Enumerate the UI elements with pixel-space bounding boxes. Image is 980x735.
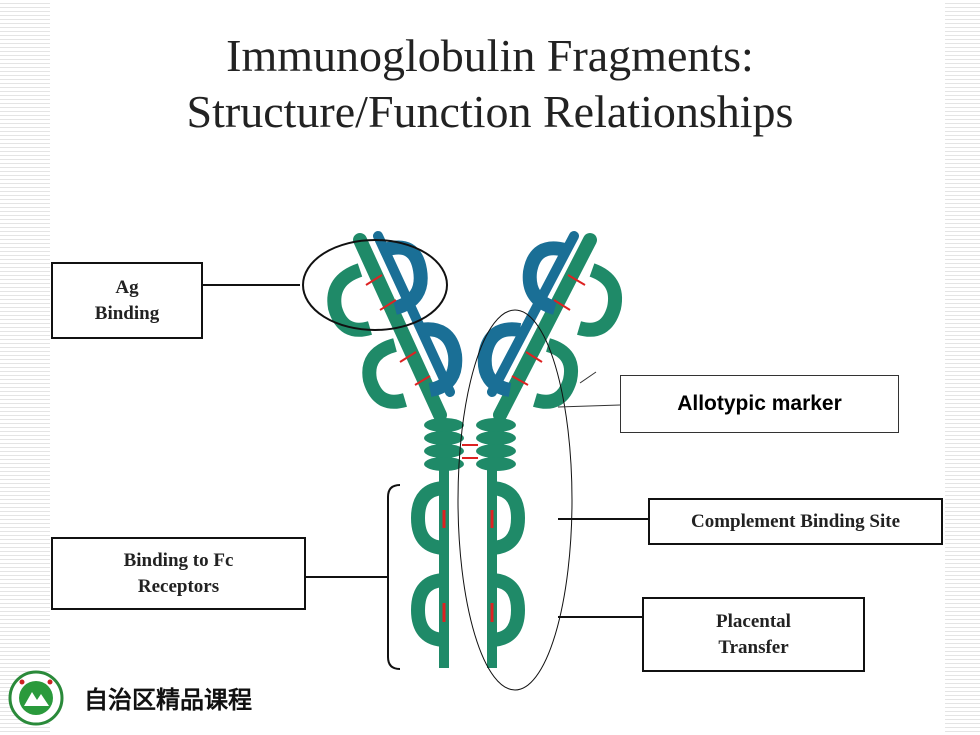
university-seal-icon [8, 670, 64, 726]
placental-line-1: Placental [716, 610, 791, 632]
placental-line-2: Transfer [718, 636, 789, 658]
ag-binding-line-1: Ag [115, 276, 139, 298]
allotypic-marker-label: Allotypic marker [620, 375, 899, 433]
slide-title: Immunoglobulin Fragments: Structure/Func… [0, 28, 980, 140]
ag-binding-label: Ag Binding [51, 262, 203, 339]
fc-receptors-line-2: Receptors [137, 575, 220, 597]
title-line-1: Immunoglobulin Fragments: [226, 30, 754, 81]
complement-binding-text: Complement Binding Site [690, 510, 901, 532]
tick-mark [579, 371, 597, 384]
title-line-2: Structure/Function Relationships [186, 86, 794, 137]
fc-region [410, 470, 526, 668]
course-name: 自治区精品课程 [84, 686, 252, 714]
ag-binding-line-2: Binding [94, 302, 160, 324]
ag-binding-ellipse [302, 239, 448, 331]
hinge-region [424, 418, 516, 471]
heavy-chain-ellipse [457, 309, 573, 691]
connector-allotypic [557, 404, 621, 408]
fc-receptors-label: Binding to Fc Receptors [51, 537, 306, 610]
fc-receptors-line-1: Binding to Fc [123, 549, 234, 571]
placental-transfer-label: Placental Transfer [642, 597, 865, 672]
fc-bracket [387, 484, 401, 670]
right-fab-arm [477, 231, 622, 422]
complement-binding-label: Complement Binding Site [648, 498, 943, 545]
allotypic-marker-text: Allotypic marker [677, 392, 842, 415]
